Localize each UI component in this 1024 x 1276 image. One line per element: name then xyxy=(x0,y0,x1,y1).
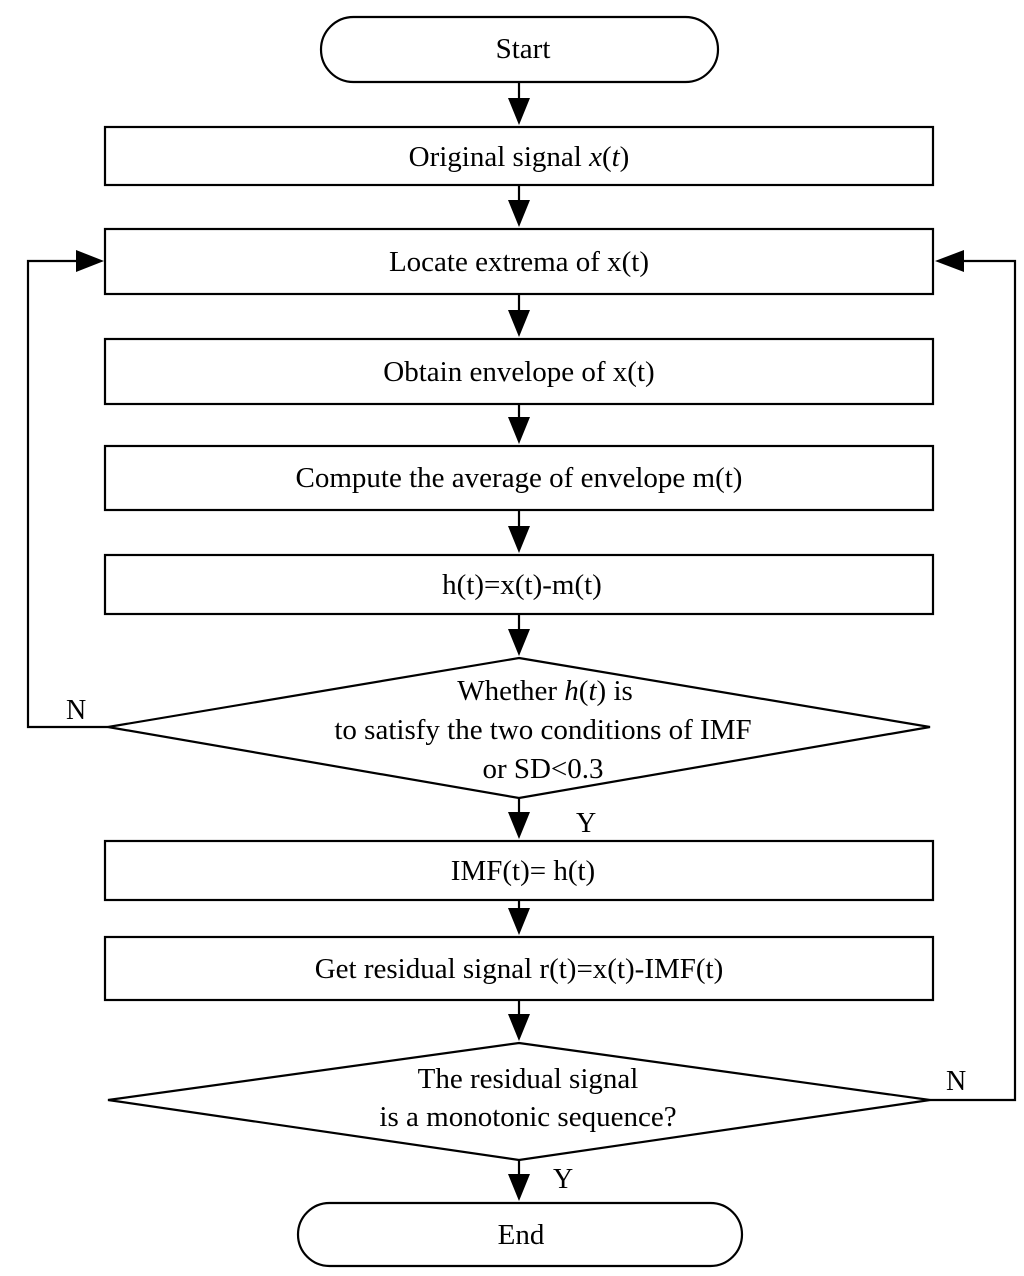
start-label: Start xyxy=(496,33,551,65)
arrow-imf-to-residual xyxy=(508,900,530,935)
loop-decision-no-to-locate xyxy=(26,250,108,729)
imf-condition-line3: or SD<0.3 xyxy=(482,753,603,785)
arrow-monotonic-yes-to-end xyxy=(508,1160,530,1201)
decision2-no-label: N xyxy=(946,1066,966,1097)
imf-condition-line1: Whether h(t) is xyxy=(457,675,633,707)
arrow-decision-yes-to-imf xyxy=(508,798,530,839)
residual-signal-box xyxy=(103,935,935,1002)
imf-assign-label: IMF(t)= h(t) xyxy=(451,855,595,887)
original-signal-box xyxy=(103,125,935,187)
locate-extrema-box xyxy=(103,227,935,296)
monotonic-line1: The residual signal xyxy=(418,1063,639,1095)
decision1-yes-label: Y xyxy=(576,808,596,839)
loop-monotonic-no-to-locate xyxy=(930,250,1017,1102)
h-definition-label: h(t)=x(t)-m(t) xyxy=(442,569,602,601)
imf-assign-box xyxy=(103,839,935,902)
imf-condition-line2: to satisfy the two conditions of IMF xyxy=(334,714,751,746)
locate-extrema-label: Locate extrema of x(t) xyxy=(389,246,649,278)
arrow-start-to-original xyxy=(508,82,530,125)
residual-signal-label: Get residual signal r(t)=x(t)-IMF(t) xyxy=(315,953,724,985)
end-label: End xyxy=(498,1219,545,1251)
decision1-no-label: N xyxy=(66,695,86,726)
arrow-envelope-to-average xyxy=(508,404,530,444)
decision2-yes-label: Y xyxy=(553,1164,573,1195)
obtain-envelope-box xyxy=(103,337,935,406)
arrow-original-to-locate xyxy=(508,185,530,227)
arrow-average-to-h xyxy=(508,510,530,553)
compute-average-label: Compute the average of envelope m(t) xyxy=(296,462,743,494)
arrow-residual-to-monotonic xyxy=(508,1000,530,1041)
original-signal-label: Original signal x(t) xyxy=(409,141,630,173)
monotonic-line2: is a monotonic sequence? xyxy=(379,1101,676,1133)
end-terminal xyxy=(296,1201,744,1268)
arrow-h-to-decision xyxy=(508,614,530,656)
arrow-locate-to-envelope xyxy=(508,294,530,337)
obtain-envelope-label: Obtain envelope of x(t) xyxy=(383,356,654,388)
